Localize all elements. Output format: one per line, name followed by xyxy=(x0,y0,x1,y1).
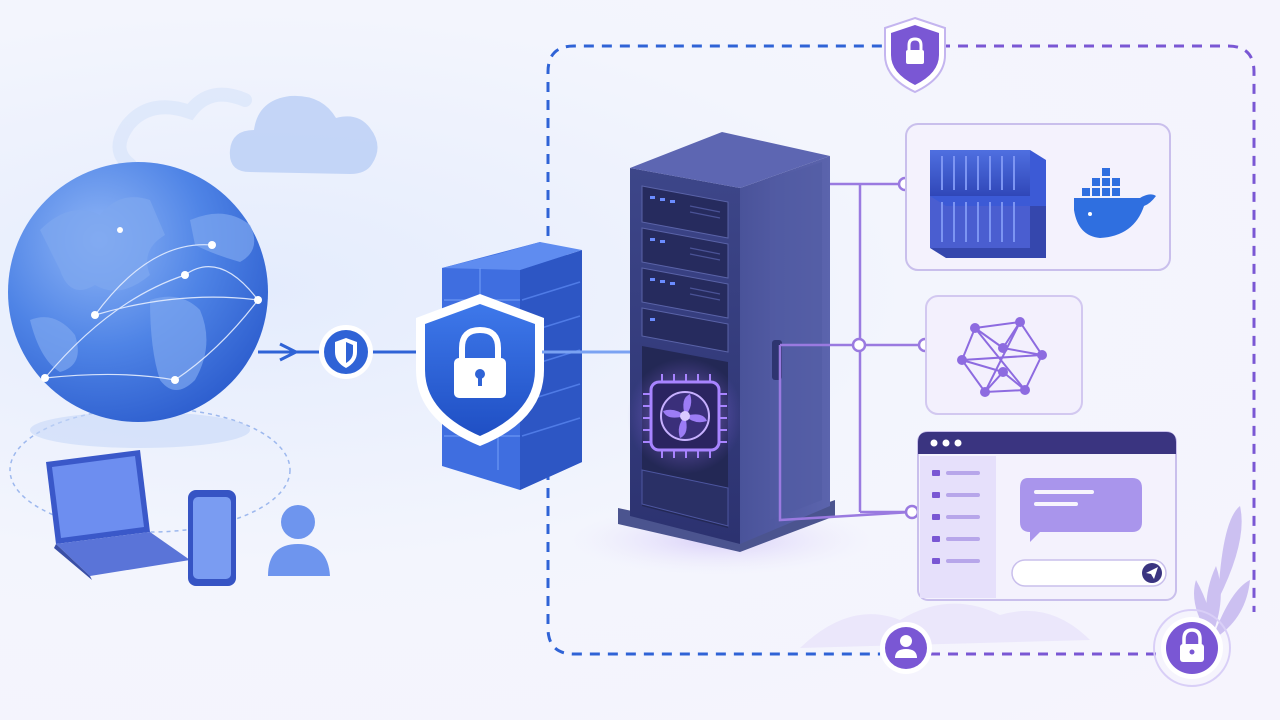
firewall-shield-lock-icon xyxy=(416,294,544,446)
globe-icon xyxy=(8,162,268,448)
chat-sidebar-list xyxy=(932,470,980,564)
chat-input xyxy=(1011,559,1167,587)
laptop-icon xyxy=(46,450,190,580)
ai-model-panel xyxy=(925,295,1083,415)
docker-whale-icon xyxy=(1074,168,1156,238)
smartphone-icon xyxy=(188,490,236,586)
cloud-icon xyxy=(112,87,378,174)
shield-lock-icon xyxy=(884,16,946,94)
containers-panel xyxy=(905,123,1171,271)
chat-message-bubble xyxy=(1020,478,1142,542)
user-icon xyxy=(268,505,330,576)
client-orbit xyxy=(9,407,291,533)
user-badge-icon xyxy=(880,622,932,674)
lock-badge-icon xyxy=(1153,609,1231,687)
send-icon xyxy=(1142,563,1162,583)
hills-decoration xyxy=(800,603,1090,648)
server-rack-icon xyxy=(618,132,835,552)
chat-window-icon xyxy=(917,431,1177,601)
shipping-container-icon xyxy=(930,150,1046,258)
secure-perimeter xyxy=(546,44,1256,656)
gpu-fan-chip-icon xyxy=(627,358,743,474)
shield-badge-icon xyxy=(319,325,373,379)
